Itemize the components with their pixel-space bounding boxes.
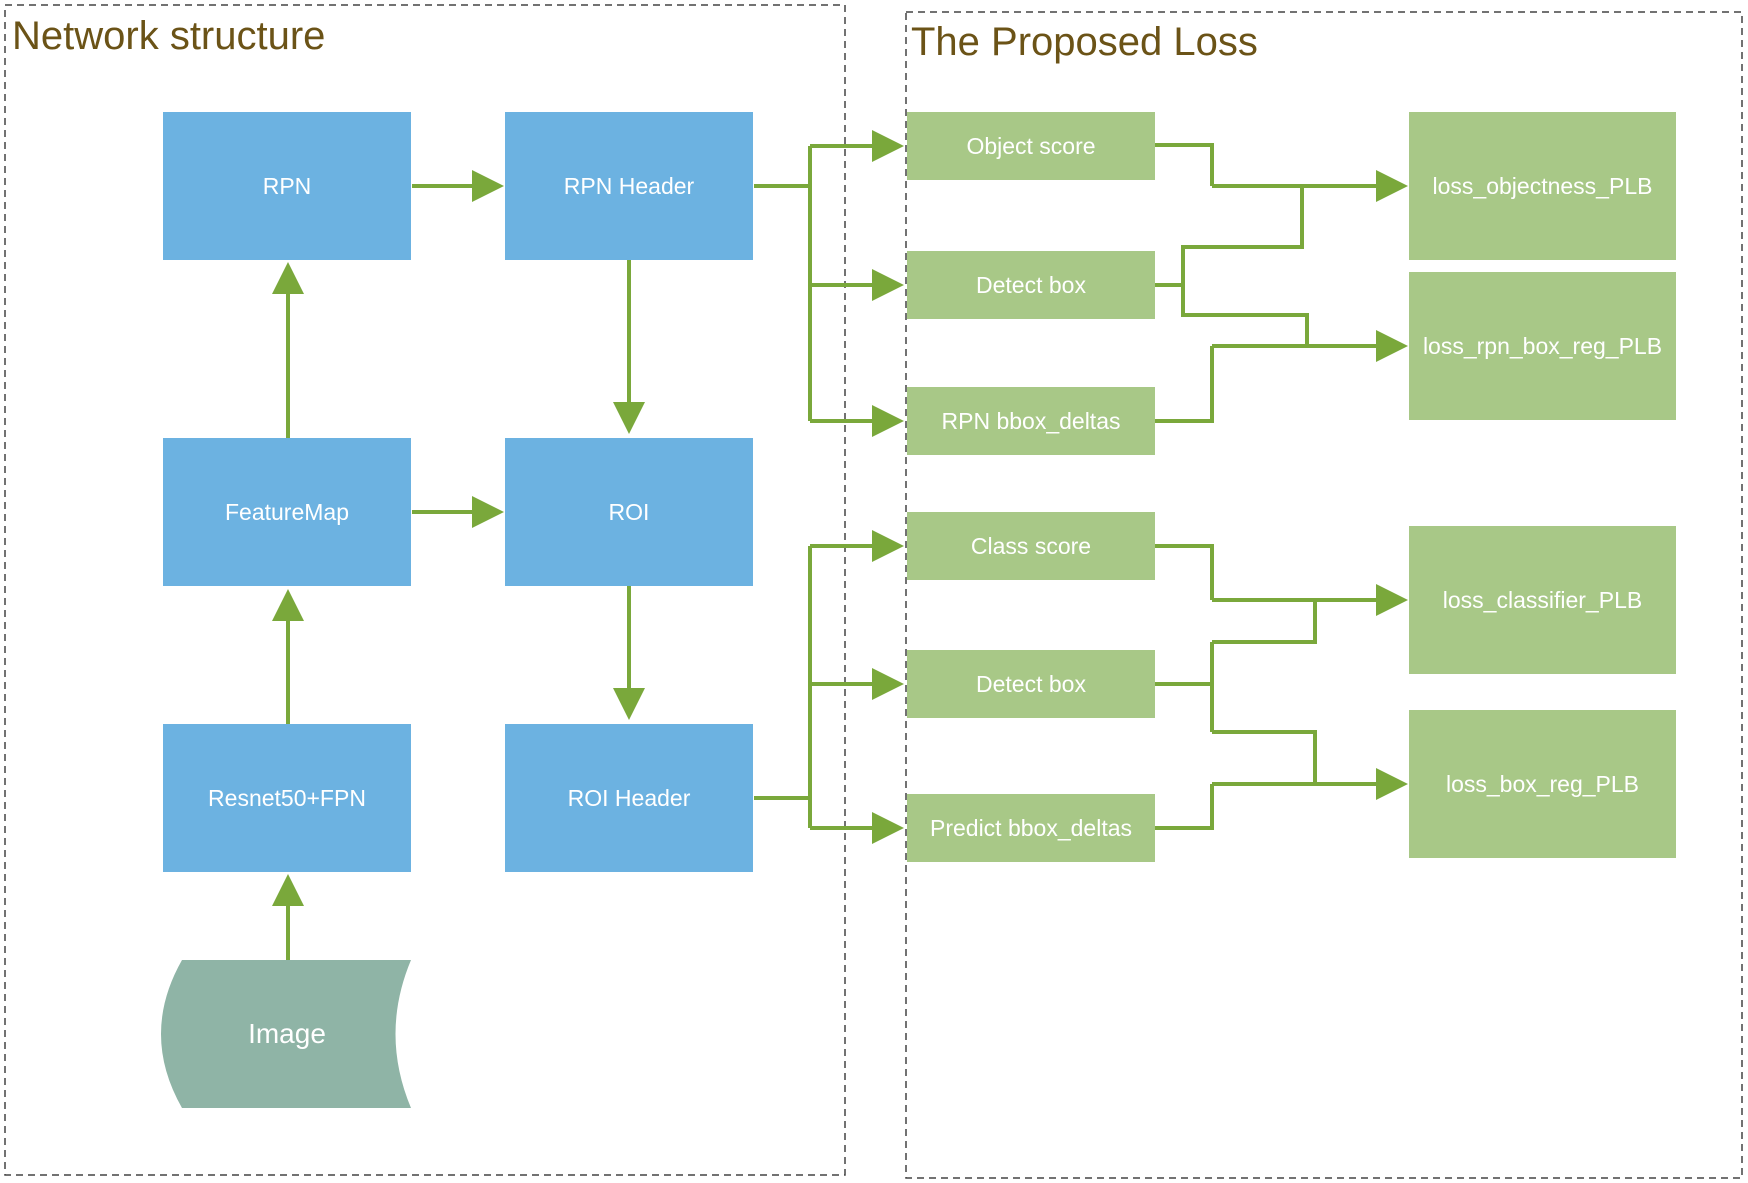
roi-block: ROI (505, 438, 753, 586)
network-panel-border (4, 4, 846, 1176)
network-panel-title: Network structure (12, 14, 326, 58)
roi-header-block: ROI Header (505, 724, 753, 872)
rpn-bbox-deltas-block: RPN bbox_deltas (907, 387, 1155, 455)
image-label: Image (248, 1018, 326, 1049)
featuremap-block: FeatureMap (163, 438, 411, 586)
connector-detect-box-2 (1155, 600, 1317, 784)
loss-box-reg-block: loss_box_reg_PLB (1409, 710, 1676, 858)
image-shape (161, 960, 411, 1108)
connector-object-score (1155, 143, 1214, 186)
object-score-block: Object score (907, 112, 1155, 180)
rpn-block: RPN (163, 112, 411, 260)
rpn-header-block: RPN Header (505, 112, 753, 260)
loss-objectness-block: loss_objectness_PLB (1409, 112, 1676, 260)
connector-rpn-header-trunk (754, 146, 812, 421)
loss-panel-border (905, 11, 1743, 1179)
loss-rpn-box-reg-block: loss_rpn_box_reg_PLB (1409, 272, 1676, 420)
class-score-block: Class score (907, 512, 1155, 580)
connector-detect-box-1 (1155, 186, 1309, 346)
connector-predict-bbox-deltas (1155, 784, 1214, 830)
connector-rpn-bbox-deltas (1155, 346, 1214, 423)
connector-roi-header-trunk (754, 546, 812, 828)
detect-box-block-1: Detect box (907, 251, 1155, 319)
predict-bbox-deltas-block: Predict bbox_deltas (907, 794, 1155, 862)
resnet-block: Resnet50+FPN (163, 724, 411, 872)
detect-box-block-2: Detect box (907, 650, 1155, 718)
loss-classifier-block: loss_classifier_PLB (1409, 526, 1676, 674)
loss-panel-title: The Proposed Loss (911, 20, 1258, 64)
connector-class-score (1155, 544, 1214, 600)
